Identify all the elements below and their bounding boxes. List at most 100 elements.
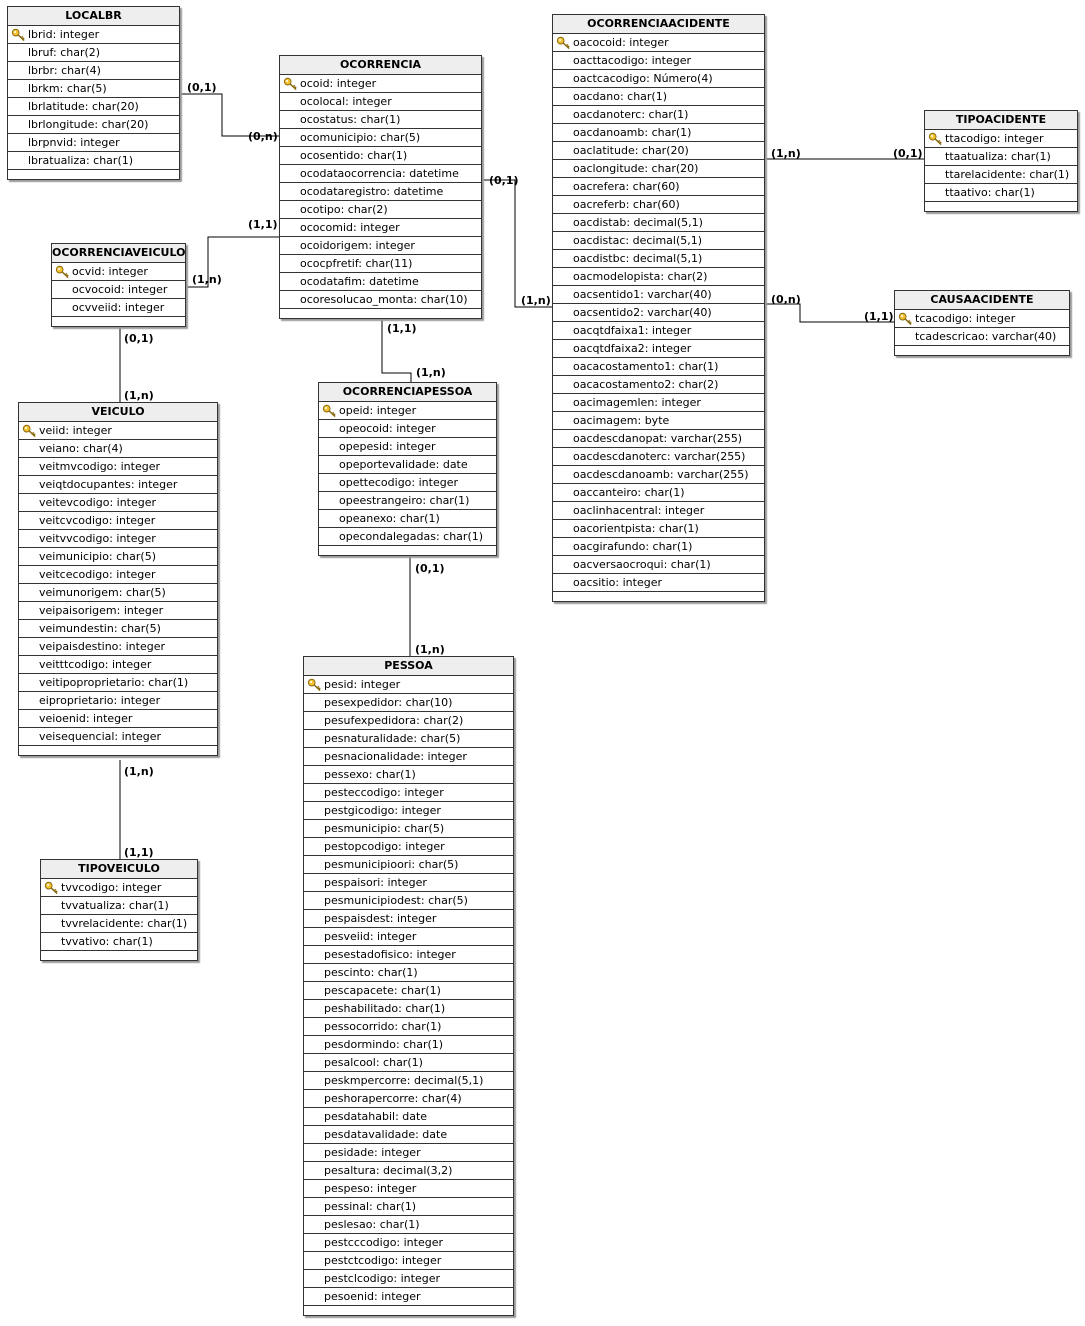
entity-footer: [8, 170, 179, 179]
field-label: veitttcodigo: integer: [39, 658, 152, 671]
cardinality-ocorrencia-veic-side: (1,1): [248, 218, 278, 231]
primary-key-field: lbrid: integer: [8, 26, 179, 44]
field-row: oacdescdanopat: varchar(255): [553, 430, 764, 448]
field-row: pestgicodigo: integer: [304, 802, 513, 820]
field-label: peshorapercorre: char(4): [324, 1092, 462, 1105]
field-label: tvvativo: char(1): [61, 935, 153, 948]
field-label: opeocoid: integer: [339, 422, 436, 435]
field-row: pesdatahabil: date: [304, 1108, 513, 1126]
field-label: pesufexpedidora: char(2): [324, 714, 464, 727]
field-row: veipaisorigem: integer: [19, 602, 217, 620]
field-row: pescapacete: char(1): [304, 982, 513, 1000]
field-label: tcadescricao: varchar(40): [915, 330, 1057, 343]
field-label: pestclcodigo: integer: [324, 1272, 441, 1285]
field-label: ocvid: integer: [72, 265, 148, 278]
field-label: tvvatualiza: char(1): [61, 899, 169, 912]
field-row: ococomid: integer: [280, 219, 481, 237]
field-row: ocoresolucao_monta: char(10): [280, 291, 481, 309]
field-row: ocomunicipio: char(5): [280, 129, 481, 147]
field-label: oacdistac: decimal(5,1): [573, 234, 703, 247]
line-localbr-ocorrencia: [180, 93, 279, 137]
cardinality-pessoa-ope-side: (1,n): [415, 643, 445, 656]
field-row: oaclatitude: char(20): [553, 142, 764, 160]
entity-title: VEICULO: [19, 403, 217, 422]
field-row: veimunorigem: char(5): [19, 584, 217, 602]
field-row: ttarelacidente: char(1): [925, 166, 1077, 184]
field-label: opeanexo: char(1): [339, 512, 440, 525]
field-label: oacdescdanopat: varchar(255): [573, 432, 743, 445]
field-row: ocoidorigem: integer: [280, 237, 481, 255]
field-label: pesid: integer: [324, 678, 401, 691]
cardinality-acidente-tipo-side: (1,n): [771, 147, 801, 160]
field-row: oacqtdfaixa1: integer: [553, 322, 764, 340]
entity-veiculo[interactable]: VEICULO veiid: integer veiano: char(4) veit…: [18, 402, 218, 756]
field-row: ocodataocorrencia: datetime: [280, 165, 481, 183]
cardinality-tipoveiculo-side: (1,1): [124, 846, 154, 859]
field-row: ocostatus: char(1): [280, 111, 481, 129]
field-row: pesmunicipiodest: char(5): [304, 892, 513, 910]
field-row: oacmodelopista: char(2): [553, 268, 764, 286]
primary-key-field: oacocoid: integer: [553, 34, 764, 52]
field-label: pestopcodigo: integer: [324, 840, 445, 853]
entity-title: OCORRENCIAVEICULO: [52, 244, 185, 263]
field-row: pesdatavalidade: date: [304, 1126, 513, 1144]
field-label: ocotipo: char(2): [300, 203, 388, 216]
field-row: oacdano: char(1): [553, 88, 764, 106]
field-label: pesmunicipio: char(5): [324, 822, 445, 835]
field-row: pesveiid: integer: [304, 928, 513, 946]
field-row: eiproprietario: integer: [19, 692, 217, 710]
field-label: oacsentido2: varchar(40): [573, 306, 712, 319]
primary-key-icon: [898, 312, 912, 326]
field-row: pestcccodigo: integer: [304, 1234, 513, 1252]
field-label: ttaativo: char(1): [945, 186, 1035, 199]
field-row: oacimagemlen: integer: [553, 394, 764, 412]
field-row: veitmvcodigo: integer: [19, 458, 217, 476]
primary-key-icon: [283, 77, 297, 91]
field-label: tcacodigo: integer: [915, 312, 1016, 325]
cardinality-ocorrenciaveiculo-oco-side: (1,n): [192, 273, 222, 286]
field-row: pescinto: char(1): [304, 964, 513, 982]
field-row: oacdistbc: decimal(5,1): [553, 250, 764, 268]
field-label: ttaatualiza: char(1): [945, 150, 1051, 163]
field-label: veiano: char(4): [39, 442, 123, 455]
cardinality-ocorrencia-pessoa-side: (1,1): [387, 322, 417, 335]
field-label: veiid: integer: [39, 424, 112, 437]
field-row: opettecodigo: integer: [319, 474, 496, 492]
field-label: ocosentido: char(1): [300, 149, 408, 162]
field-label: oacacostamento2: char(2): [573, 378, 719, 391]
primary-key-field: tcacodigo: integer: [895, 310, 1069, 328]
entity-footer: [41, 951, 197, 960]
field-row: oacdistac: decimal(5,1): [553, 232, 764, 250]
field-row: oacdanoterc: char(1): [553, 106, 764, 124]
field-row: oacsitio: integer: [553, 574, 764, 592]
field-label: ocodataregistro: datetime: [300, 185, 444, 198]
entity-footer: [895, 346, 1069, 355]
field-row: peskmpercorre: decimal(5,1): [304, 1072, 513, 1090]
field-row: veimunicipio: char(5): [19, 548, 217, 566]
entity-footer: [319, 546, 496, 555]
cardinality-tipoacidente-side: (0,1): [893, 147, 923, 160]
field-row: veitipoproprietario: char(1): [19, 674, 217, 692]
primary-key-icon: [44, 881, 58, 895]
field-row: pesnaturalidade: char(5): [304, 730, 513, 748]
field-row: pestctcodigo: integer: [304, 1252, 513, 1270]
cardinality-ocorrenciapessoa-oco-side: (1,n): [416, 366, 446, 379]
field-label: oacimagem: byte: [573, 414, 670, 427]
field-label: ococpfretif: char(11): [300, 257, 413, 270]
field-label: veitipoproprietario: char(1): [39, 676, 189, 689]
entity-footer: [925, 202, 1077, 211]
primary-key-field: tvvcodigo: integer: [41, 879, 197, 897]
field-label: pesaltura: decimal(3,2): [324, 1164, 453, 1177]
field-row: oacdanoamb: char(1): [553, 124, 764, 142]
field-label: pesmunicipiodest: char(5): [324, 894, 468, 907]
field-label: lbrbr: char(4): [28, 64, 101, 77]
